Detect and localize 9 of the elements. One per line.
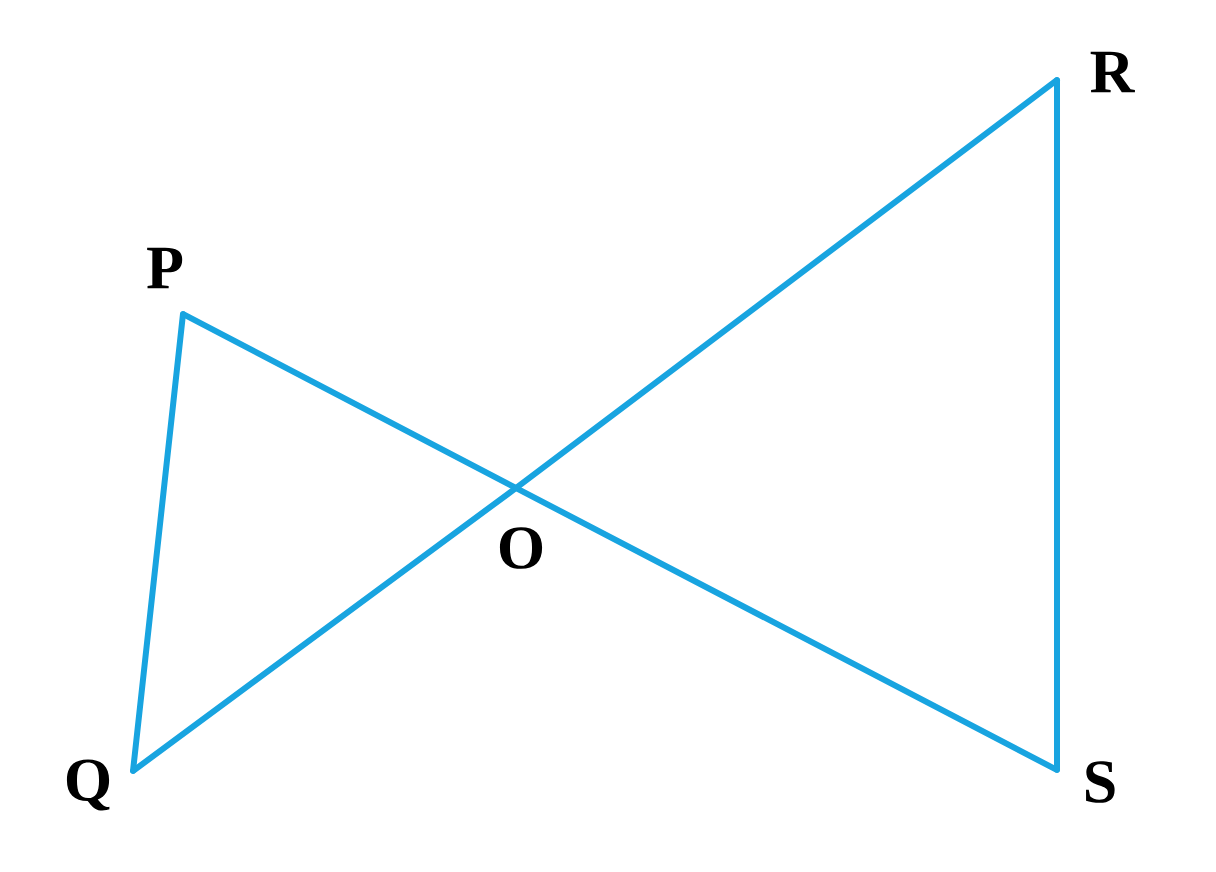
line-segment [180,311,519,491]
line-segment [1054,77,1060,773]
point-label: R [1090,51,1135,93]
point-label: Q [66,759,110,811]
point-label: P [147,247,183,289]
point-label: O [499,527,543,569]
point-label: S [1086,761,1115,803]
line-segment [130,485,519,774]
line-segment [130,311,186,774]
